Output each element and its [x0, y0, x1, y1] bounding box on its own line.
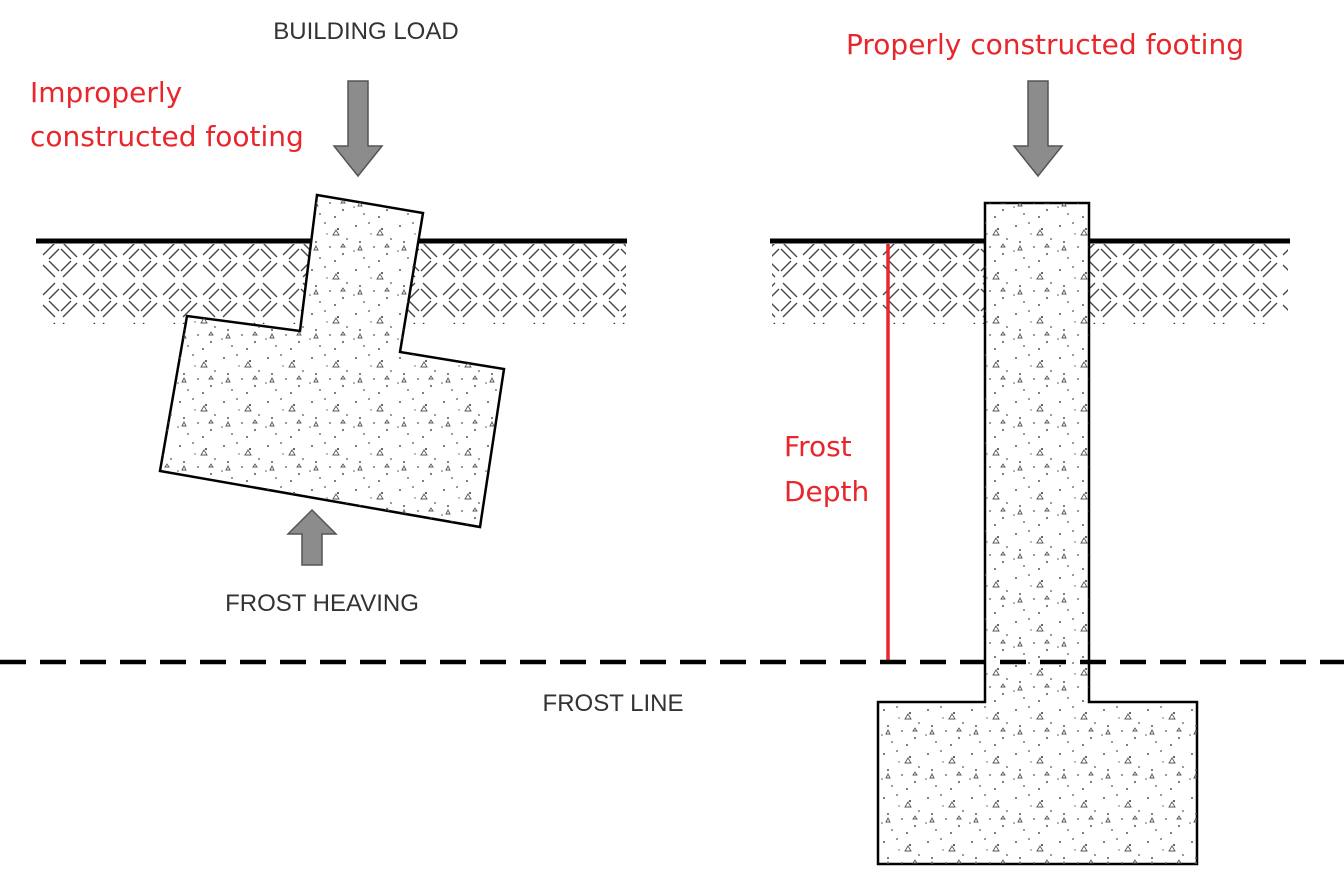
- improper-label-line1: Improperly: [30, 76, 182, 109]
- up-arrow-icon: [286, 508, 338, 566]
- proper-footing-group: [770, 201, 1290, 866]
- frost-heaving-label: FROST HEAVING: [225, 590, 419, 617]
- down-arrow-icon: [332, 80, 384, 178]
- frost-depth-label-line1: Frost: [784, 430, 852, 463]
- tilted-footing-texture: [160, 195, 504, 527]
- down-arrow-icon-right: [1012, 80, 1064, 178]
- proper-label: Properly constructed footing: [846, 28, 1244, 61]
- frost-line-label: FROST LINE: [543, 690, 684, 717]
- building-load-label: BUILDING LOAD: [273, 18, 458, 45]
- improper-label-line2: constructed footing: [30, 120, 304, 153]
- frost-depth-label-line2: Depth: [784, 475, 869, 508]
- deep-footing-texture: [878, 203, 1197, 864]
- improper-footing-group: [36, 193, 627, 529]
